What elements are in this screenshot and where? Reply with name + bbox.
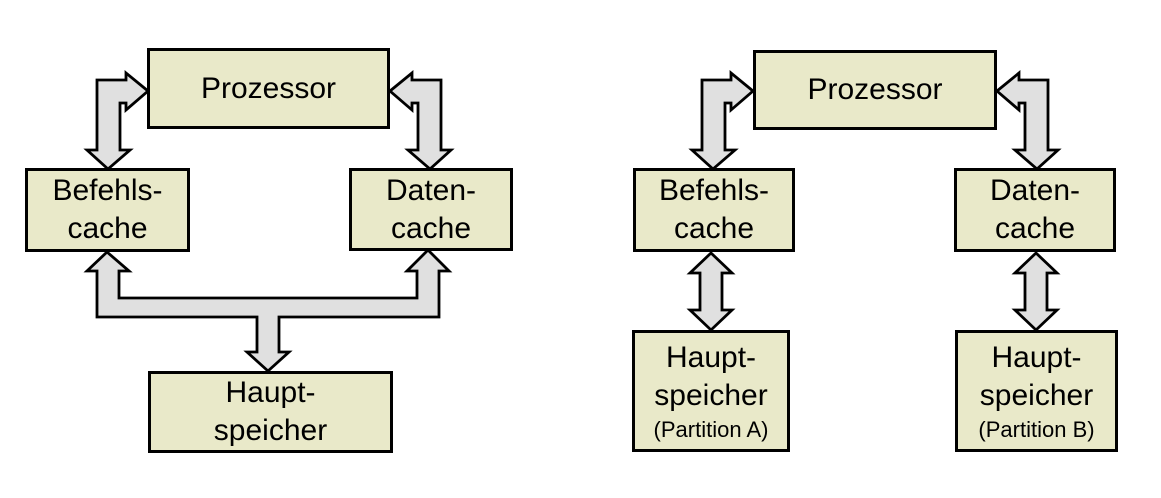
d2-hauptspeicher-b-partition-label: (Partition B) xyxy=(978,416,1095,442)
d1-node-befehls-cache: Befehls- cache xyxy=(25,168,190,252)
d1-daten-cache-label-line1: Daten- xyxy=(385,173,477,207)
d2-node-daten-cache: Daten- cache xyxy=(954,168,1116,252)
d2-befehls-cache-label-line2: cache xyxy=(673,212,755,245)
d2-hauptspeicher-b-label-line2: speicher xyxy=(979,378,1094,412)
d2-befehls-cache-label-line1: Befehls- xyxy=(658,174,770,207)
d1-node-hauptspeicher: Haupt- speicher xyxy=(148,371,393,453)
d2-node-befehls-cache: Befehls- cache xyxy=(633,168,795,252)
d1-befehls-cache-label-line1: Befehls- xyxy=(52,174,163,207)
d2-hauptspeicher-b-label-line1: Haupt- xyxy=(991,340,1082,374)
d1-arrow-caches-hauptspeicher-fork-icon xyxy=(83,248,453,373)
diagram1-arrows xyxy=(83,70,455,373)
d2-node-hauptspeicher-partition-a: Haupt- speicher (Partition A) xyxy=(632,330,790,452)
d2-hauptspeicher-a-partition-label: (Partition A) xyxy=(653,416,769,442)
d1-node-prozessor: Prozessor xyxy=(147,48,390,129)
d1-hauptspeicher-label-line2: speicher xyxy=(213,414,328,447)
d2-prozessor-label: Prozessor xyxy=(807,73,943,106)
d2-daten-cache-label-line1: Daten- xyxy=(989,174,1081,207)
d2-arrow-datencache-partitionB-icon xyxy=(1011,251,1061,332)
d1-arrow-prozessor-datencache-icon xyxy=(387,70,455,171)
d2-node-hauptspeicher-partition-b: Haupt- speicher (Partition B) xyxy=(955,330,1118,452)
d2-hauptspeicher-a-label-line1: Haupt- xyxy=(665,340,757,374)
d2-hauptspeicher-a-label-line2: speicher xyxy=(654,378,768,412)
d1-hauptspeicher-label-line1: Haupt- xyxy=(225,376,316,409)
d2-daten-cache-label-line2: cache xyxy=(994,212,1076,245)
d1-arrow-prozessor-befehlscache-icon xyxy=(83,70,151,171)
d1-befehls-cache-label-line2: cache xyxy=(67,212,148,245)
d2-arrow-befehlscache-partitionA-icon xyxy=(686,251,736,332)
d2-arrow-prozessor-befehlscache-icon xyxy=(688,70,756,171)
d2-arrow-prozessor-datencache-icon xyxy=(994,70,1062,171)
d1-prozessor-label: Prozessor xyxy=(200,71,337,105)
d1-node-daten-cache: Daten- cache xyxy=(349,168,513,251)
d2-node-prozessor: Prozessor xyxy=(753,50,997,130)
d1-daten-cache-label-line2: cache xyxy=(390,211,472,245)
